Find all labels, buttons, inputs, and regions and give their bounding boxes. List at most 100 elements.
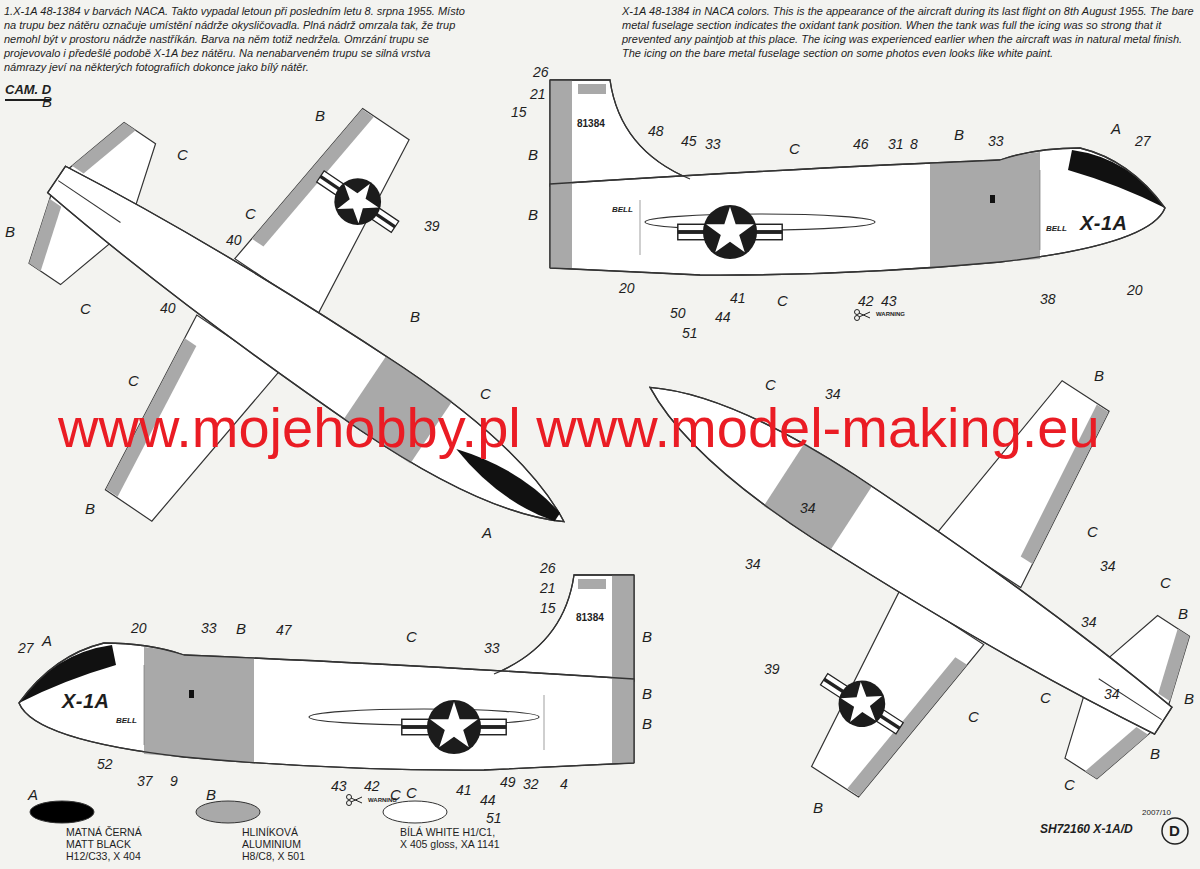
bottom-view (525, 194, 1200, 869)
color-callout: C (406, 628, 417, 645)
color-callout: C (1040, 689, 1051, 706)
color-callout: B (1178, 605, 1188, 622)
color-callout: B (236, 620, 246, 637)
legend-text: HLINÍKOVÁ ALUMINIUM H8/C8, X 501 (242, 826, 318, 862)
callout-number: 44 (715, 309, 731, 325)
callout-number: 48 (648, 123, 664, 139)
callout-number: 42 (858, 293, 874, 309)
callout-number: 34 (745, 556, 761, 572)
logo-decal: BELL (612, 205, 633, 214)
callout-number: 20 (131, 620, 147, 636)
scissors-symbol (347, 795, 363, 806)
name-decal: X-1A (1080, 212, 1128, 235)
color-callout: A (482, 524, 492, 541)
color-callout: B (642, 685, 652, 702)
callout-number: 52 (97, 756, 113, 772)
callout-number: 34 (1081, 614, 1097, 630)
callout-number: 47 (276, 622, 292, 638)
color-callout: C (480, 385, 491, 402)
callout-number: 26 (533, 64, 549, 80)
side-view-left (19, 575, 634, 770)
print-date: 2007/10 (1142, 808, 1171, 817)
callout-number: 40 (160, 300, 176, 316)
color-callout: C (406, 784, 417, 801)
callout-number: 15 (540, 600, 556, 616)
color-callout: C (1087, 523, 1098, 540)
callout-number: 39 (764, 661, 780, 677)
callout-number: 44 (480, 792, 496, 808)
note-text: 1.X-1A 48-1384 v barvách NACA. Takto vyp… (4, 4, 466, 74)
callout-number: 51 (486, 810, 502, 826)
callout-number: 42 (364, 778, 380, 794)
color-callout: B (5, 223, 15, 240)
note-text: X-1A 48-1384 in NACA colors. This is the… (622, 4, 1194, 60)
color-callout: C (390, 786, 401, 803)
color-callout: B (1150, 745, 1160, 762)
callout-number: 34 (825, 386, 841, 402)
callout-number: 9 (170, 773, 178, 789)
color-callout: B (642, 715, 652, 732)
color-callout: B (1094, 367, 1104, 384)
color-callout: B (315, 107, 325, 124)
callout-number: 26 (540, 560, 556, 576)
callout-number: 34 (1100, 558, 1116, 574)
callout-number: 33 (705, 136, 721, 152)
callout-number: 41 (730, 290, 746, 306)
callout-number: 15 (511, 104, 527, 120)
serial-decal: 81384 (576, 612, 604, 624)
name-decal: X-1A (62, 690, 110, 713)
color-callout: C (177, 146, 188, 163)
color-callout: B (642, 628, 652, 645)
color-swatch (196, 801, 260, 823)
variant-circle (1162, 818, 1188, 844)
color-callout: B (206, 786, 216, 803)
legend-text: MATNÁ ČERNÁ MATT BLACK H12/C33, X 404 (66, 826, 154, 862)
color-callout: C (128, 372, 139, 389)
callout-number: 50 (670, 305, 686, 321)
logo-decal: BELL (116, 716, 137, 725)
warning-decal: WARNING (876, 311, 905, 318)
callout-number: 46 (853, 136, 869, 152)
callout-number: 40 (226, 232, 242, 248)
callout-number: 31 (888, 136, 904, 152)
callout-number: 51 (682, 325, 698, 341)
callout-number: 34 (1104, 686, 1120, 702)
callout-number: 32 (523, 776, 539, 792)
callout-number: 20 (1127, 282, 1143, 298)
color-callout: C (1160, 574, 1171, 591)
callout-number: 21 (530, 86, 546, 102)
color-callout: B (813, 799, 823, 816)
callout-number: 39 (424, 218, 440, 234)
callout-number: 43 (881, 293, 897, 309)
color-callout: B (528, 206, 538, 223)
callout-number: 27 (18, 640, 34, 656)
side-view-right (550, 80, 1165, 275)
callout-number: 4 (560, 776, 568, 792)
color-callout: B (410, 308, 420, 325)
watermark: www.mojehobby.pl www.model-making.eu (58, 400, 1100, 456)
color-callout: C (1064, 776, 1075, 793)
logo-decal: BELL (1046, 224, 1067, 233)
legend-text: BÍLÁ WHITE H1/C1, X 405 gloss, XA 1141 (400, 826, 500, 850)
color-callout: C (789, 140, 800, 157)
color-callout: C (80, 300, 91, 317)
top-view-airframe (0, 0, 693, 712)
sheet-code: SH72160 X-1A/D (1040, 823, 1133, 837)
color-swatch (383, 801, 447, 823)
callout-number: 45 (681, 133, 697, 149)
bottom-view-airframe (525, 194, 1200, 869)
variant-letter: D (1169, 822, 1180, 839)
scissors-symbol (855, 310, 871, 321)
callout-number: 34 (800, 500, 816, 516)
color-callout: B (42, 93, 52, 110)
color-callout: C (777, 292, 788, 309)
color-swatch (30, 801, 94, 823)
color-callout: B (85, 500, 95, 517)
callout-number: 41 (456, 782, 472, 798)
callout-number: 38 (1040, 291, 1056, 307)
callout-number: 21 (540, 580, 556, 596)
callout-number: 37 (137, 773, 153, 789)
callout-number: 43 (331, 778, 347, 794)
callout-number: 33 (484, 640, 500, 656)
color-callout: C (765, 376, 776, 393)
